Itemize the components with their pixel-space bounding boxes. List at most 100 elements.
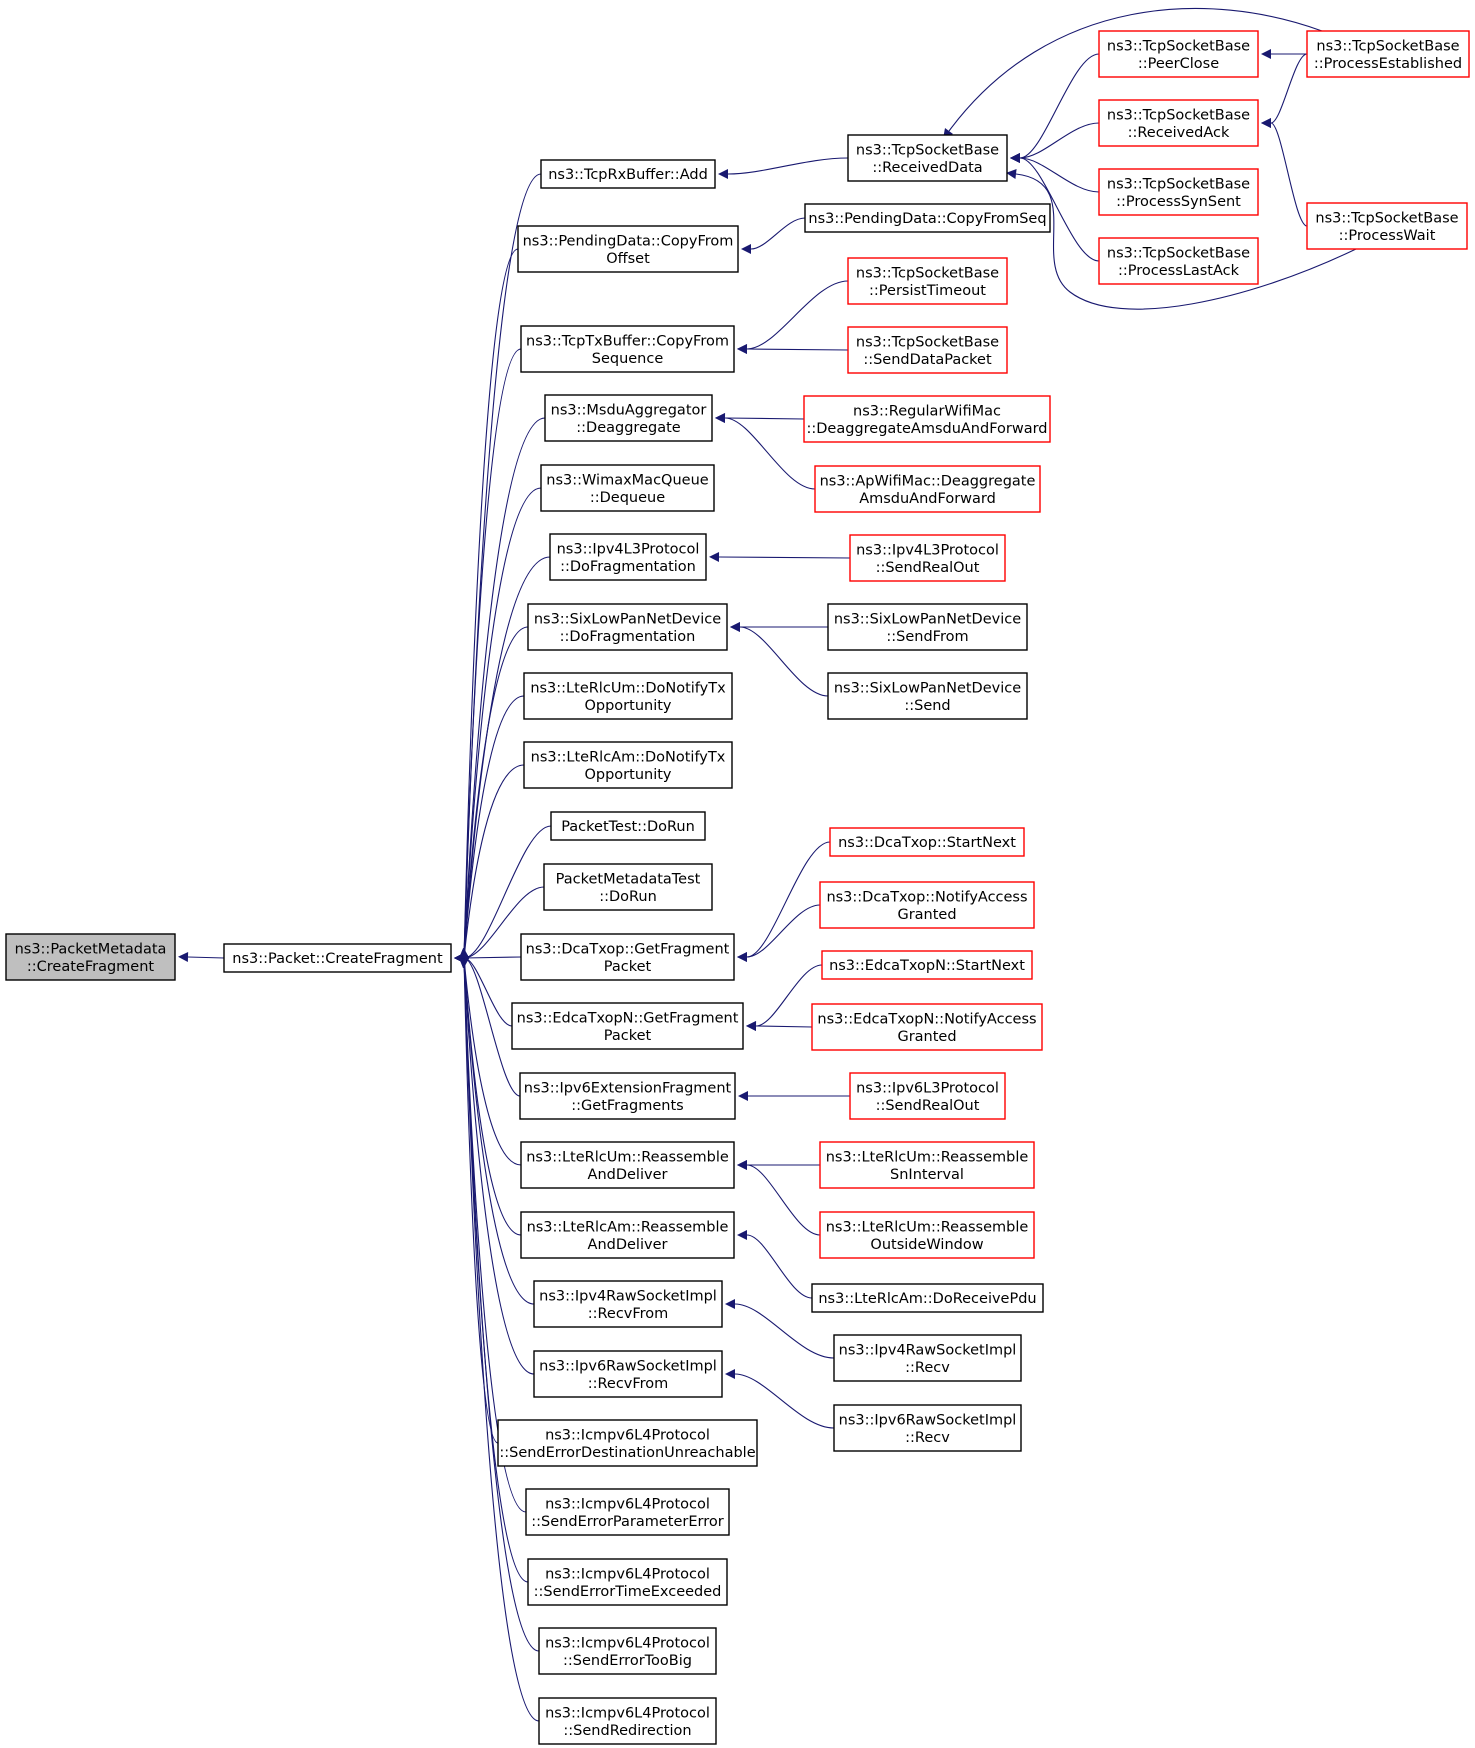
function-node[interactable]: ns3::TcpSocketBase::ProcessSynSent — [1098, 168, 1259, 216]
node-box — [543, 863, 713, 911]
node-label-line: ns3::TcpSocketBase — [856, 265, 999, 281]
node-box — [814, 465, 1041, 513]
function-node[interactable]: ns3::Ipv4RawSocketImpl::RecvFrom — [533, 1280, 723, 1328]
function-node[interactable]: ns3::TcpSocketBase::ReceivedAck — [1098, 99, 1259, 147]
node-label-line: ns3::DcaTxop::GetFragment — [526, 941, 730, 957]
node-box — [527, 1558, 728, 1606]
node-box — [523, 672, 733, 720]
node-label-line: ::ReceivedData — [872, 160, 982, 176]
call-edge — [459, 626, 529, 968]
function-node[interactable]: ns3::TcpSocketBase::ReceivedData — [847, 134, 1008, 182]
call-edge — [459, 948, 540, 1722]
function-node[interactable]: ns3::TcpSocketBase::SendDataPacket — [847, 326, 1008, 374]
function-node[interactable]: ns3::MsduAggregator::Deaggregate — [544, 394, 713, 442]
call-edge — [459, 487, 542, 968]
node-label-line: Offset — [606, 251, 650, 267]
node-label-line: ns3::TcpSocketBase — [1316, 38, 1459, 54]
call-edge — [1010, 53, 1100, 163]
node-box — [829, 827, 1025, 857]
node-label-line: Packet — [604, 959, 652, 975]
function-node[interactable]: ns3::SixLowPanNetDevice::DoFragmentation — [527, 603, 728, 651]
call-edge — [459, 248, 519, 968]
node-label-line: ::SendRealOut — [876, 1098, 980, 1114]
node-label-line: ns3::PendingData::CopyFrom — [523, 233, 734, 249]
function-node[interactable]: ns3::Ipv6RawSocketImpl::RecvFrom — [533, 1350, 723, 1398]
function-node[interactable]: ns3::DcaTxop::StartNext — [829, 827, 1025, 857]
function-node[interactable]: ns3::ApWifiMac::DeaggregateAmsduAndForwa… — [814, 465, 1041, 513]
node-box — [527, 603, 728, 651]
node-box — [803, 395, 1051, 443]
function-node[interactable]: ns3::EdcaTxopN::StartNext — [821, 950, 1033, 980]
function-node[interactable]: ns3::Ipv6ExtensionFragment::GetFragments — [519, 1072, 736, 1120]
function-node[interactable]: ns3::Ipv6L3Protocol::SendRealOut — [849, 1072, 1006, 1120]
call-edge — [715, 413, 805, 423]
node-label-line: ::DoRun — [599, 889, 657, 905]
node-label-line: ns3::LteRlcUm::Reassemble — [826, 1149, 1029, 1165]
function-node[interactable]: ns3::TcpSocketBase::ProcessLastAck — [1098, 237, 1259, 285]
call-edge — [459, 764, 525, 968]
function-node[interactable]: ns3::PendingData::CopyFromSeq — [804, 203, 1051, 233]
node-label-line: ::Recv — [905, 1430, 950, 1446]
function-node[interactable]: ns3::Icmpv6L4Protocol::SendErrorDestinat… — [497, 1419, 758, 1467]
function-node[interactable]: ns3::TcpRxBuffer::Add — [540, 159, 716, 189]
call-edge — [737, 1160, 821, 1236]
node-box — [497, 1419, 758, 1467]
call-edge — [454, 886, 545, 963]
node-label-line: ns3::ApWifiMac::Deaggregate — [820, 473, 1036, 489]
function-node[interactable]: ns3::TcpSocketBase::ProcessWait — [1306, 202, 1468, 250]
call-edge — [459, 695, 525, 968]
function-node[interactable]: ns3::Icmpv6L4Protocol::SendErrorTimeExce… — [527, 1558, 728, 1606]
node-label-line: ns3::TcpSocketBase — [856, 334, 999, 350]
node-label-line: ns3::TcpSocketBase — [856, 142, 999, 158]
call-edge — [737, 280, 849, 354]
node-box — [1098, 30, 1259, 78]
function-node[interactable]: ns3::TcpSocketBase::PeerClose — [1098, 30, 1259, 78]
node-label-line: ns3::LteRlcUm::DoNotifyTx — [530, 680, 726, 696]
node-label-line: ::SendFrom — [886, 629, 968, 645]
function-node[interactable]: ns3::Icmpv6L4Protocol::SendErrorParamete… — [525, 1488, 730, 1536]
function-node[interactable]: ns3::TcpSocketBase::PersistTimeout — [847, 257, 1008, 305]
function-node[interactable]: PacketTest::DoRun — [550, 811, 706, 841]
function-node[interactable]: ns3::SixLowPanNetDevice::Send — [827, 672, 1028, 720]
function-node[interactable]: ns3::SixLowPanNetDevice::SendFrom — [827, 603, 1028, 651]
call-edge — [741, 217, 806, 254]
function-node[interactable]: ns3::LteRlcAm::DoReceivePdu — [811, 1283, 1044, 1313]
function-node[interactable]: ns3::Ipv4L3Protocol::DoFragmentation — [549, 533, 707, 581]
call-edge — [459, 348, 522, 968]
function-node[interactable]: ns3::Ipv4L3Protocol::SendRealOut — [849, 534, 1006, 582]
node-label-line: ::ProcessEstablished — [1314, 56, 1462, 72]
node-label-line: ::SendRedirection — [563, 1723, 691, 1739]
node-label-line: ns3::EdcaTxopN::NotifyAccess — [817, 1011, 1036, 1027]
function-node[interactable]: ns3::RegularWifiMac::DeaggregateAmsduAnd… — [803, 395, 1051, 443]
node-label-line: ns3::MsduAggregator — [551, 402, 707, 418]
node-label-line: AndDeliver — [588, 1167, 668, 1183]
node-label-line: ::CreateFragment — [27, 959, 155, 975]
function-node[interactable]: ns3::Icmpv6L4Protocol::SendRedirection — [538, 1697, 717, 1745]
function-node[interactable]: PacketMetadataTest::DoRun — [543, 863, 713, 911]
function-node[interactable]: ns3::Packet::CreateFragment — [223, 943, 452, 973]
function-node[interactable]: ns3::Ipv6RawSocketImpl::Recv — [833, 1404, 1022, 1452]
function-node[interactable]: ns3::WimaxMacQueue::Dequeue — [540, 464, 715, 512]
node-label-line: ns3::TcpSocketBase — [1107, 38, 1250, 54]
call-edge — [459, 948, 529, 1583]
function-node[interactable]: ns3::Ipv4RawSocketImpl::Recv — [833, 1334, 1022, 1382]
function-node[interactable]: ns3::Icmpv6L4Protocol::SendErrorTooBig — [538, 1627, 717, 1675]
node-label-line: ns3::Icmpv6L4Protocol — [545, 1496, 710, 1512]
function-node[interactable]: ns3::TcpSocketBase::ProcessEstablished — [1306, 30, 1470, 78]
node-label-line: ns3::PendingData::CopyFromSeq — [808, 211, 1046, 227]
call-edge — [459, 948, 535, 1305]
node-box — [833, 1404, 1022, 1452]
